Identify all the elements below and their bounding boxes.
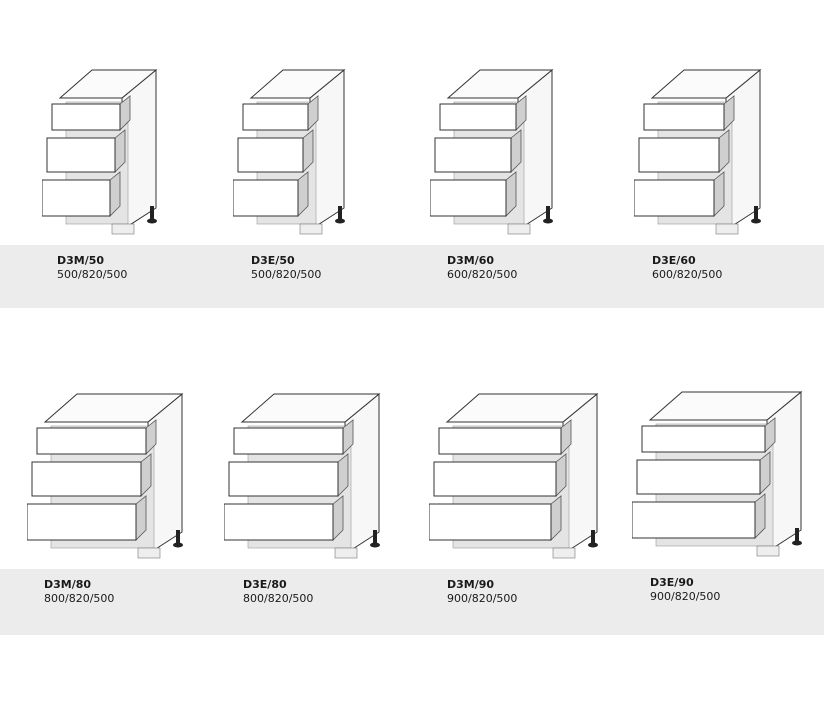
cabinet-leg <box>591 530 595 544</box>
cabinet-leg <box>176 530 180 544</box>
cabinet-leg <box>338 206 342 220</box>
cabinet-foot <box>792 540 802 546</box>
label-band-row-2 <box>0 569 824 635</box>
cabinet-top <box>650 69 762 99</box>
drawer-front <box>233 427 344 455</box>
cabinet-drawing <box>26 392 184 559</box>
cabinet-plinth <box>111 223 135 235</box>
cabinet-top <box>445 393 599 423</box>
drawer-front <box>631 501 756 539</box>
label-band-row-1 <box>0 245 824 308</box>
product-dimensions: 900/820/500 <box>447 592 518 605</box>
cabinet-top <box>43 393 184 423</box>
drawer-front <box>434 137 512 173</box>
cabinet-foot <box>751 218 761 224</box>
product-dimensions: 500/820/500 <box>57 268 128 281</box>
cabinet-drawing <box>631 390 803 557</box>
cabinet-leg <box>546 206 550 220</box>
drawer-front <box>633 179 715 217</box>
cabinet-foot <box>543 218 553 224</box>
cabinet-top <box>58 69 158 99</box>
product-code: D3M/50 <box>57 254 105 267</box>
cabinet-foot <box>335 218 345 224</box>
drawer-front <box>36 427 147 455</box>
product-item <box>631 388 815 574</box>
product-code: D3E/90 <box>650 576 694 589</box>
cabinet-foot <box>588 542 598 548</box>
cabinet-leg <box>795 528 799 542</box>
product-item <box>633 66 774 252</box>
product-item <box>428 390 611 576</box>
product-code: D3E/60 <box>652 254 696 267</box>
cabinet-foot <box>173 542 183 548</box>
product-dimensions: 600/820/500 <box>447 268 518 281</box>
drawer-front <box>643 103 725 131</box>
cabinet-leg <box>373 530 377 544</box>
cabinet-drawing <box>633 68 762 235</box>
cabinet-top <box>648 391 803 421</box>
cabinet-foot <box>370 542 380 548</box>
cabinet-drawing <box>429 68 554 235</box>
product-code: D3M/90 <box>447 578 495 591</box>
cabinet-plinth <box>507 223 531 235</box>
drawer-front <box>26 503 137 541</box>
product-item <box>429 66 566 252</box>
cabinet-plinth <box>299 223 323 235</box>
product-code: D3E/50 <box>251 254 295 267</box>
product-code: D3M/80 <box>44 578 92 591</box>
cabinet-plinth <box>137 547 161 559</box>
drawer-front <box>428 503 552 541</box>
drawer-front <box>429 179 507 217</box>
drawer-front <box>438 427 562 455</box>
product-item <box>232 66 358 252</box>
product-dimensions: 800/820/500 <box>243 592 314 605</box>
cabinet-plinth <box>715 223 739 235</box>
cabinet-drawing <box>41 68 158 235</box>
product-dimensions: 500/820/500 <box>251 268 322 281</box>
drawer-front <box>228 461 339 497</box>
cabinet-top <box>446 69 554 99</box>
drawer-front <box>638 137 720 173</box>
cabinet-drawing <box>223 392 381 559</box>
drawer-front <box>242 103 309 131</box>
product-item <box>223 390 393 576</box>
product-item <box>26 390 196 576</box>
drawer-front <box>237 137 304 173</box>
cabinet-plinth <box>552 547 576 559</box>
drawer-front <box>51 103 121 131</box>
product-dimensions: 900/820/500 <box>650 590 721 603</box>
cabinet-top <box>249 69 346 99</box>
product-dimensions: 800/820/500 <box>44 592 115 605</box>
drawer-front <box>641 425 766 453</box>
drawer-front <box>439 103 517 131</box>
product-dimensions: 600/820/500 <box>652 268 723 281</box>
product-code: D3E/80 <box>243 578 287 591</box>
cabinet-foot <box>147 218 157 224</box>
drawer-front <box>433 461 557 497</box>
cabinet-plinth <box>334 547 358 559</box>
drawer-front <box>41 179 111 217</box>
drawer-front <box>223 503 334 541</box>
drawer-front <box>31 461 142 497</box>
cabinet-leg <box>754 206 758 220</box>
cabinet-plinth <box>756 545 780 557</box>
cabinet-drawing <box>232 68 346 235</box>
product-code: D3M/60 <box>447 254 495 267</box>
drawer-front <box>232 179 299 217</box>
drawer-front <box>46 137 116 173</box>
drawer-front <box>636 459 761 495</box>
cabinet-drawing <box>428 392 599 559</box>
product-item <box>41 66 170 252</box>
cabinet-leg <box>150 206 154 220</box>
cabinet-top <box>240 393 381 423</box>
